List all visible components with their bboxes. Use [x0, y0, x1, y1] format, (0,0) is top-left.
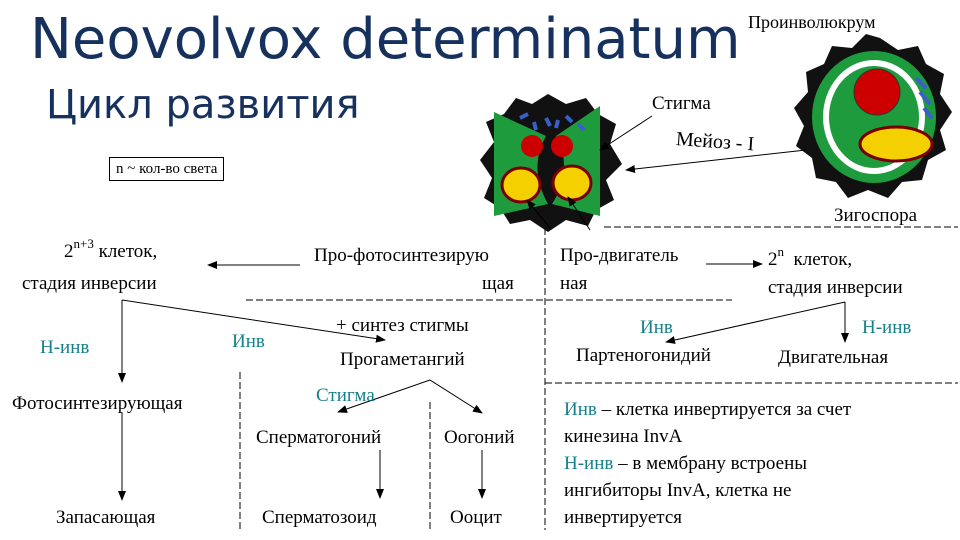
note-line-4: ингибиторы InvA, клетка не: [564, 480, 792, 501]
photo-precursor-line1: Про-фотосинтезирую: [314, 245, 489, 266]
spermatozoid-label: Сперматозоид: [262, 507, 377, 528]
note-line-1: Инв – клетка инвертируется за счет: [564, 396, 851, 423]
meiosis-arrow: [625, 149, 807, 173]
partenogonidium-label: Партеногонидий: [576, 345, 711, 366]
left-count-label: 2n+3 клеток,: [64, 237, 158, 264]
photosynth-cell-label: Фотосинтезирующая: [12, 393, 183, 414]
n-light-box: n ~ кол-во света: [109, 157, 225, 181]
to-progametangium-arrow: [121, 299, 386, 343]
stigma-pointer-arrow: [599, 115, 653, 151]
zygospore-nucleus: [853, 68, 901, 116]
note-inv-text: – клетка инвертируется за счет: [596, 399, 852, 420]
right-stage-label: стадия инверсии: [768, 277, 903, 298]
germ-nucleus-right: [551, 135, 573, 157]
storage-cell-label: Запасающая: [56, 507, 156, 528]
h-inv-left-label: Н-инв: [40, 337, 90, 358]
note-h-inv-text: – в мембрану встроены: [613, 453, 808, 474]
left-count-base: 2: [64, 241, 74, 262]
right-count-label: 2n клеток,: [768, 245, 853, 272]
synth-stigma-label: + синтез стигмы: [336, 315, 469, 336]
note-h-inv-term: Н-инв: [564, 453, 614, 474]
oogonium-label: Оогоний: [444, 427, 515, 448]
germ-yolk-left: [500, 166, 542, 204]
motor-precursor-line1: Про-двигатель: [560, 245, 679, 266]
stigma-top-label: Стигма: [652, 93, 711, 114]
note-line-2: кинезина InvA: [564, 426, 683, 447]
progametangium-label: Прогаметангий: [340, 349, 465, 370]
to-spermatogonium-arrow: [337, 379, 431, 413]
germ-cell-image: [480, 94, 622, 232]
proinvolucrum-layer: [914, 76, 934, 120]
left-stage-label: стадия инверсии: [22, 273, 157, 294]
germ-stigma-marks: [519, 112, 586, 132]
left-count-exponent: n+3: [73, 236, 94, 251]
inv-left-label: Инв: [232, 331, 265, 352]
h-inv-right-label: Н-инв: [862, 317, 912, 338]
germ-nucleus-left: [521, 135, 543, 157]
zygospore-label: Зигоспора: [834, 205, 918, 226]
page-title: Neovolvox determinatum: [30, 7, 741, 72]
legend-note: Инв – клетка инвертируется за счет кинез…: [564, 396, 851, 531]
left-count-suffix: клеток,: [98, 241, 158, 262]
inv-right-label: Инв: [640, 317, 673, 338]
photo-pointer-arrow: [526, 199, 551, 229]
proinvolucrum-label: Проинволюкрум: [748, 12, 876, 32]
zygospore-image: [794, 34, 952, 198]
note-inv-term: Инв: [564, 399, 597, 420]
photo-precursor-line2: щая: [482, 273, 514, 294]
motor-pointer-arrow: [567, 196, 591, 231]
note-line-3: Н-инв – в мембрану встроены: [564, 450, 851, 477]
right-count-exponent: n: [777, 244, 785, 259]
motor-precursor-line2: ная: [560, 273, 588, 294]
germ-yolk-right: [551, 164, 593, 202]
note-line-5: инвертируется: [564, 507, 682, 528]
spermatogonium-label: Сперматогоний: [256, 427, 382, 448]
motor-cell-label: Двигательная: [778, 347, 889, 368]
stigma-mid-label: Стигма: [316, 385, 375, 406]
oocyte-label: Ооцит: [450, 507, 502, 528]
zygospore-yolk: [858, 125, 934, 163]
to-oogonium-arrow: [429, 379, 483, 414]
right-count-base: 2: [768, 249, 778, 270]
to-partenogonidium-arrow: [665, 301, 846, 344]
right-count-suffix: клеток,: [793, 249, 853, 270]
page-subtitle: Цикл развития: [46, 82, 360, 128]
dashed-separators: [239, 226, 958, 532]
